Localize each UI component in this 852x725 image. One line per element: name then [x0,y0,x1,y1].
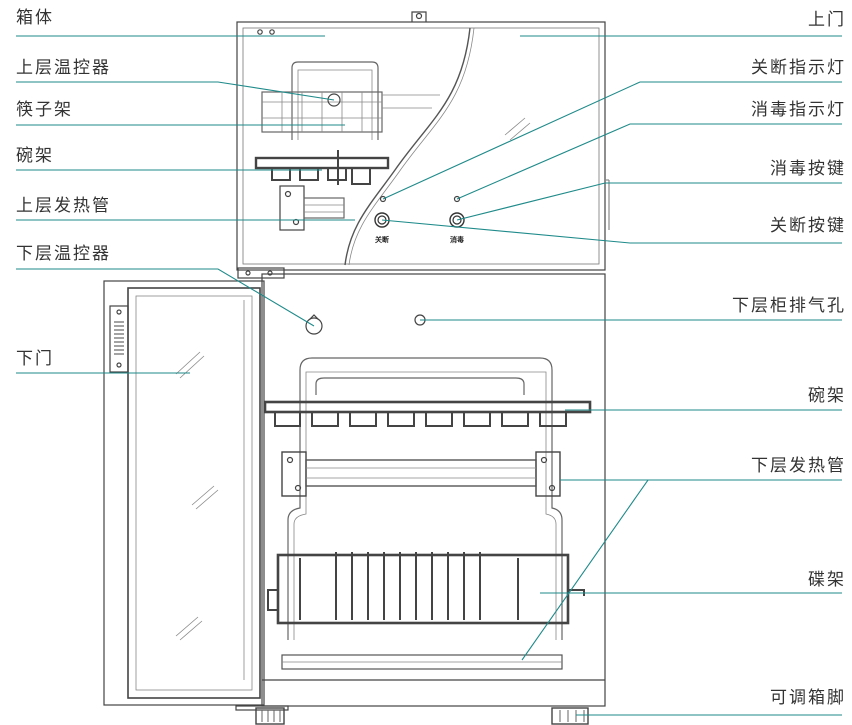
label-upper-bowl-rack: 碗架 [16,146,54,166]
dish-rack [276,553,570,625]
label-upper-thermostat: 上层温控器 [16,58,111,78]
lower-bowl-rack [263,400,592,414]
label-upper-heating-tube: 上层发热管 [16,196,111,216]
off-indicator-light [379,195,387,203]
upper-heating-bracket [279,185,305,231]
lower-heating-bracket-right [535,451,561,497]
label-lower-bowl-rack: 碗架 [808,386,846,406]
sterilize-indicator-light [453,195,461,203]
label-lower-heating-tube: 下层发热管 [751,456,846,476]
upper-cabinet-body [236,21,606,271]
upper-door-edge [344,27,471,266]
off-button-caption: 关断 [375,235,389,244]
leader-lines [16,35,842,716]
lower-heating-bracket-left [281,451,307,497]
lower-heating-tube [305,459,537,487]
label-sterilize-indicator: 消毒指示灯 [751,100,846,120]
lower-cabinet-body [261,273,606,707]
lower-thermostat [305,317,323,335]
lower-wire-frame [287,357,563,640]
label-cabinet: 箱体 [16,8,54,28]
label-adjustable-feet: 可调箱脚 [770,688,846,708]
upper-thermostat [327,93,341,107]
label-off-indicator: 关断指示灯 [751,58,846,78]
label-off-button: 关断按键 [770,216,846,236]
label-lower-door: 下门 [16,349,54,369]
chopstick-rack [291,61,379,140]
label-sterilize-button: 消毒按键 [770,159,846,179]
label-lower-vent: 下层柜排气孔 [732,296,846,316]
foot-left [255,707,285,725]
label-chopstick-rack: 筷子架 [16,100,73,120]
label-dish-rack: 碟架 [808,570,846,590]
upper-bowl-rack [254,156,390,170]
label-upper-door: 上门 [808,10,846,30]
foot-right [551,707,589,725]
sterilize-button-caption: 消毒 [450,235,464,244]
label-lower-thermostat: 下层温控器 [16,244,111,264]
lower-door [103,280,265,706]
